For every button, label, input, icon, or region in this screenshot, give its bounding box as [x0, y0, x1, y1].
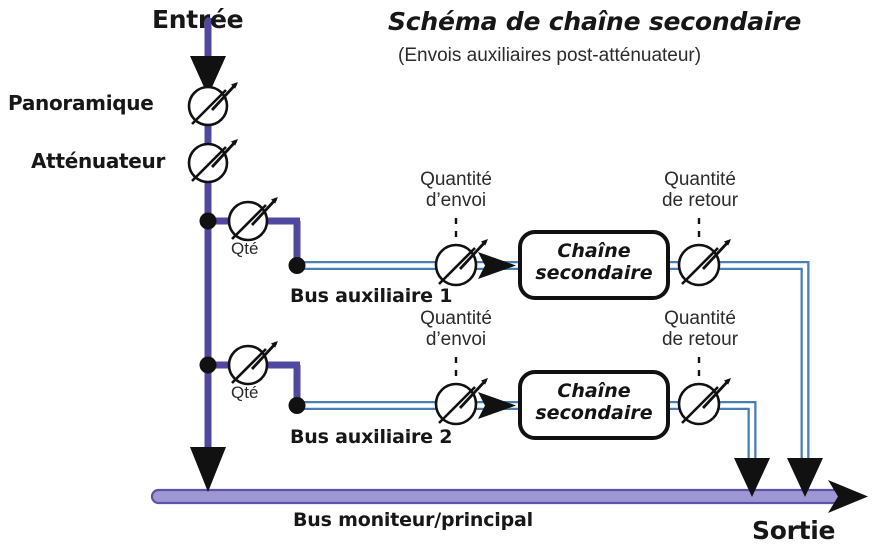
- send-knob-2-label: Qté: [231, 383, 259, 402]
- main-bus-line: [150, 480, 868, 513]
- pan-label: Panoramique: [8, 91, 154, 115]
- send-knob-1-label: Qté: [231, 239, 259, 258]
- pan-knob-icon[interactable]: [187, 82, 238, 127]
- aux-bus-2-line: [288, 392, 520, 419]
- aux-bus-1-line: [288, 252, 520, 279]
- output-label: Sortie: [752, 516, 836, 545]
- aux-send-knob-1-icon[interactable]: [434, 218, 488, 287]
- diagram-title: Schéma de chaîne secondaire: [388, 7, 802, 36]
- main-bus-label: Bus moniteur/principal: [293, 509, 533, 531]
- chain-box-1-label: Chaîne secondaire: [535, 240, 653, 285]
- aux-bus-1-label: Bus auxiliaire 1: [290, 285, 453, 307]
- aux-return-knob-2-icon[interactable]: [677, 357, 731, 426]
- send-knob-2-icon[interactable]: [227, 341, 278, 386]
- return-amount-1-label: Quantité de retour: [661, 169, 739, 212]
- return-path-2-line: [668, 401, 770, 497]
- send-amount-2-label: Quantité d’envoi: [420, 308, 492, 351]
- fader-knob-icon[interactable]: [187, 139, 238, 184]
- return-amount-2-label: Quantité de retour: [661, 308, 739, 351]
- send-amount-1-label: Quantité d’envoi: [420, 169, 492, 212]
- aux-return-knob-1-icon[interactable]: [677, 218, 731, 287]
- input-label: Entrée: [152, 5, 244, 34]
- chain-box-1[interactable]: [518, 230, 670, 300]
- aux-bus-2-label: Bus auxiliaire 2: [290, 426, 453, 448]
- aux-send-knob-2-icon[interactable]: [434, 357, 488, 426]
- chain-box-2-label: Chaîne secondaire: [535, 380, 653, 425]
- diagram-subtitle: (Envois auxiliaires post-atténuateur): [398, 45, 702, 66]
- send-knob-1-icon[interactable]: [227, 197, 278, 242]
- fader-label: Atténuateur: [31, 149, 166, 173]
- chain-box-2[interactable]: [518, 370, 670, 440]
